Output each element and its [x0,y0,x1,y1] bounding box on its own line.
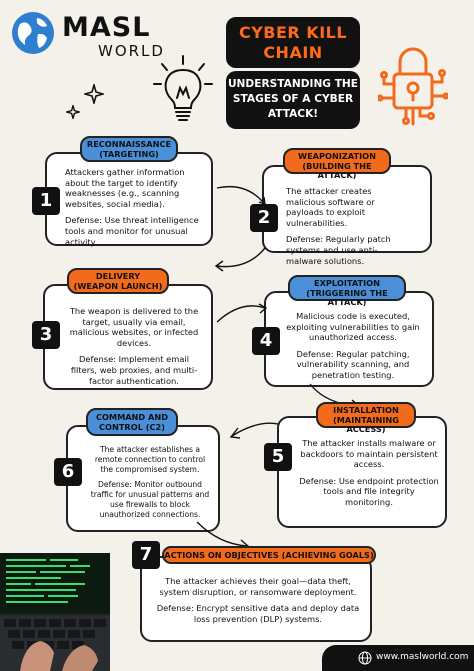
stage-title-line2: (BUILDING THE ATTACK) [302,160,372,180]
stage-card-7: The attacker achieves their goal—data th… [140,556,372,642]
brand-name: MASL [62,12,151,43]
title-text: CYBER KILL CHAIN [238,23,348,62]
stage-number-6: 6 [54,458,82,486]
stage-title-5: INSTALLATION (MAINTAINING ACCESS) [316,402,416,434]
sparkle-icon [66,105,80,119]
stage-description: Attackers gather information about the t… [65,167,185,209]
stage-title-4: EXPLOITATION (TRIGGERING THE ATTACK) [288,275,406,307]
brand-subtitle: WORLD [98,42,165,60]
stage-number-7: 7 [132,541,160,569]
stage-description: The attacker achieves their goal—data th… [159,576,357,597]
stage-defense: Defense: Encrypt sensitive data and depl… [156,603,360,624]
stage-title-line1: RECONNAISSANCE [86,139,172,149]
stage-title-line2: CONTROL (C2) [99,421,165,432]
stage-defense: Defense: Regularly patch systems and use… [286,234,391,266]
circuit-lock-icon [378,47,448,126]
stage-title-6: COMMAND AND CONTROL (C2) [86,408,178,436]
stage-description: Malicious code is executed, exploiting v… [286,311,420,343]
stage-title-line1: INSTALLATION [333,405,399,415]
stage-title-line2: (TARGETING) [99,148,159,159]
footer-bar: www.maslworld.com [322,645,474,671]
globe-icon [12,12,54,54]
laptop-keyboard-illustration [0,553,110,671]
stage-title-line1: ACTIONS ON OBJECTIVES (ACHIEVING GOALS) [164,550,374,560]
stage-defense: Defense: Implement email filters, web pr… [70,354,198,386]
stage-title-line2: (MAINTAINING ACCESS) [333,414,399,434]
stage-title-line1: DELIVERY [95,271,141,281]
stage-number-2: 2 [250,204,278,232]
page-title: CYBER KILL CHAIN [226,17,360,68]
stage-card-1: Attackers gather information about the t… [45,152,213,247]
stage-title-2: WEAPONIZATION (BUILDING THE ATTACK) [283,148,391,180]
stage-title-line1: EXPLOITATION [314,278,380,288]
stage-defense: Defense: Regular patching, vulnerability… [296,348,410,380]
stage-title-line1: COMMAND AND [95,412,169,422]
stage-title-1: RECONNAISSANCE (TARGETING) [80,136,178,162]
globe-icon [358,651,372,665]
stage-number-5: 5 [264,443,292,471]
light-bulb-icon [153,55,213,121]
stage-description: The attacker installs malware or backdoo… [300,438,438,470]
stage-number-1: 1 [32,187,60,215]
stage-title-line2: (WEAPON LAUNCH) [73,280,163,291]
stage-description: The attacker establishes a remote connec… [94,445,206,474]
page-subtitle: UNDERSTANDING THE STAGES OF A CYBER ATTA… [226,71,360,129]
stage-number-3: 3 [32,321,60,349]
stage-defense: Defense: Use threat intelligence tools a… [65,215,199,247]
stage-card-5: The attacker installs malware or backdoo… [277,416,447,528]
laptop-keyboard-photo [0,553,110,671]
subtitle-text: UNDERSTANDING THE STAGES OF A CYBER ATTA… [227,78,359,120]
flow-arrow [214,247,266,272]
stage-card-2: The attacker creates malicious software … [262,165,432,266]
stage-card-6: The attacker establishes a remote connec… [66,425,220,532]
website-link[interactable]: www.maslworld.com [376,652,469,662]
stage-title-line1: WEAPONIZATION [298,151,376,161]
flow-arrow [216,303,268,323]
flow-arrow [229,422,279,439]
stage-card-3: The weapon is delivered to the target, u… [43,284,213,390]
brand-logo: MASL WORLD [10,8,200,60]
sparkle-icon [84,84,104,104]
stage-description: The attacker creates malicious software … [286,186,375,228]
stage-number-4: 4 [252,327,280,355]
stage-title-line2: (TRIGGERING THE ATTACK) [306,287,388,307]
stage-defense: Defense: Use endpoint protection tools a… [299,475,439,507]
stage-defense: Defense: Monitor outbound traffic for un… [90,480,210,519]
stage-description: The weapon is delivered to the target, u… [69,306,199,348]
stage-title-3: DELIVERY (WEAPON LAUNCH) [67,268,169,294]
stage-title-7: ACTIONS ON OBJECTIVES (ACHIEVING GOALS) [162,546,376,564]
